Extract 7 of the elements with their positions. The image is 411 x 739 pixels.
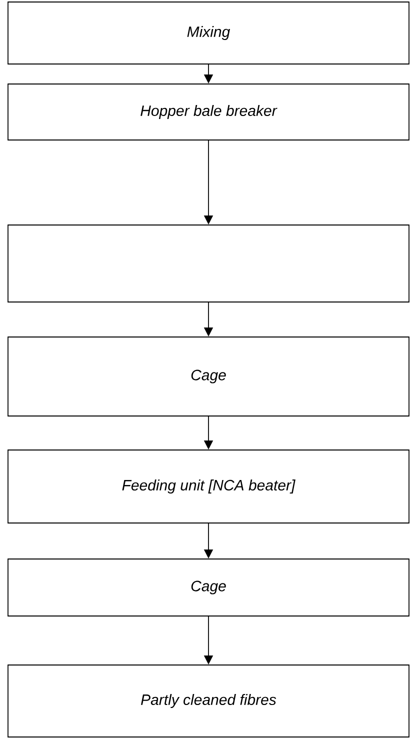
process-box (8, 224, 410, 302)
process-box: Cage (8, 558, 410, 616)
process-box: Partly cleaned fibres (8, 664, 410, 738)
process-box: Mixing (8, 2, 410, 64)
process-box: Cage (8, 336, 410, 416)
process-box: Hopper bale breaker (8, 84, 410, 140)
process-box: Feeding unit [NCA beater] (8, 450, 410, 524)
